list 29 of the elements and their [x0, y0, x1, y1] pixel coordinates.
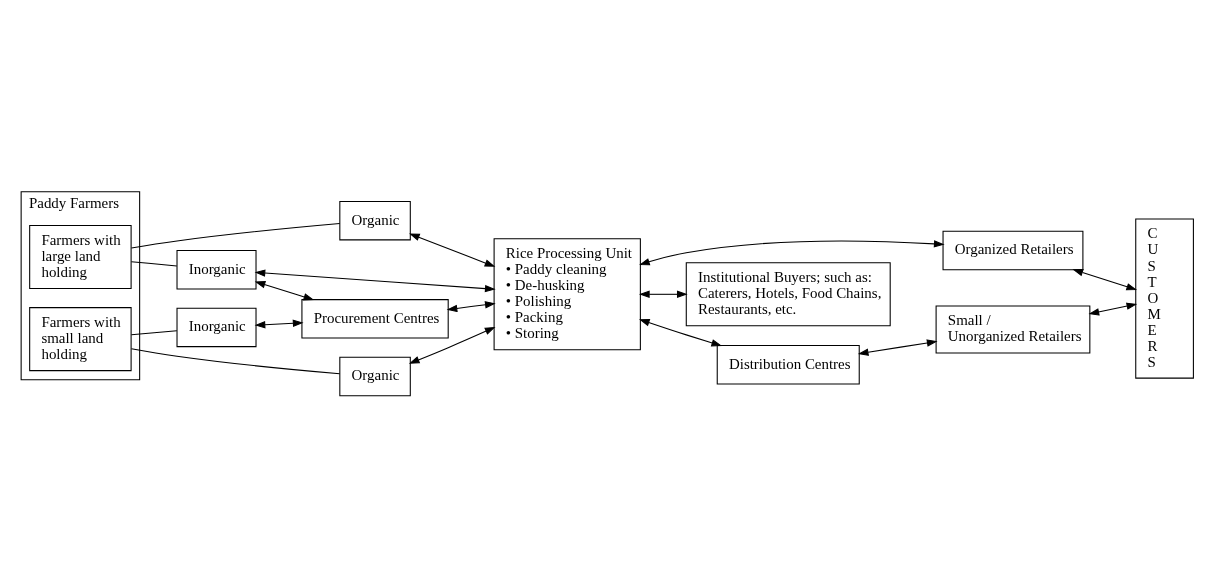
- arrow: [446, 301, 496, 313]
- node-box: Inorganic: [176, 307, 257, 348]
- connector: [130, 222, 341, 249]
- arrow: [409, 233, 496, 267]
- node-box: Organized Retailers: [942, 230, 1084, 271]
- arrow: [254, 269, 496, 293]
- node-box: Farmers with small land holding: [29, 307, 132, 372]
- connector: [130, 261, 178, 267]
- node-box: Organic: [339, 356, 411, 397]
- node-box: Inorganic: [176, 250, 257, 290]
- arrow: [1072, 269, 1138, 291]
- arrow: [408, 326, 496, 364]
- node-box: Rice Processing Unit • Paddy cleaning • De-husking • Polishing • Packing • Storing: [493, 238, 641, 351]
- arrow: [254, 281, 315, 301]
- connector: [130, 330, 178, 336]
- arrow: [638, 290, 688, 299]
- node-box: Organic: [339, 200, 411, 241]
- arrow: [638, 319, 723, 347]
- arrow: [1088, 302, 1138, 316]
- arrow: [639, 240, 945, 266]
- node-box: Farmers with large land holding: [29, 224, 132, 289]
- arrow: [857, 339, 938, 356]
- connector: [130, 348, 341, 375]
- node-box: C U S T O M E R S: [1135, 218, 1194, 379]
- node-box: Procurement Centres: [301, 299, 449, 339]
- node-box: Institutional Buyers; such as: Caterers, Hotels, Food Chains, Restaurants, etc.: [685, 262, 891, 327]
- node-box: Distribution Centres: [716, 345, 860, 385]
- arrow: [254, 319, 304, 329]
- node-box: Small / Unorganized Retailers: [935, 305, 1091, 354]
